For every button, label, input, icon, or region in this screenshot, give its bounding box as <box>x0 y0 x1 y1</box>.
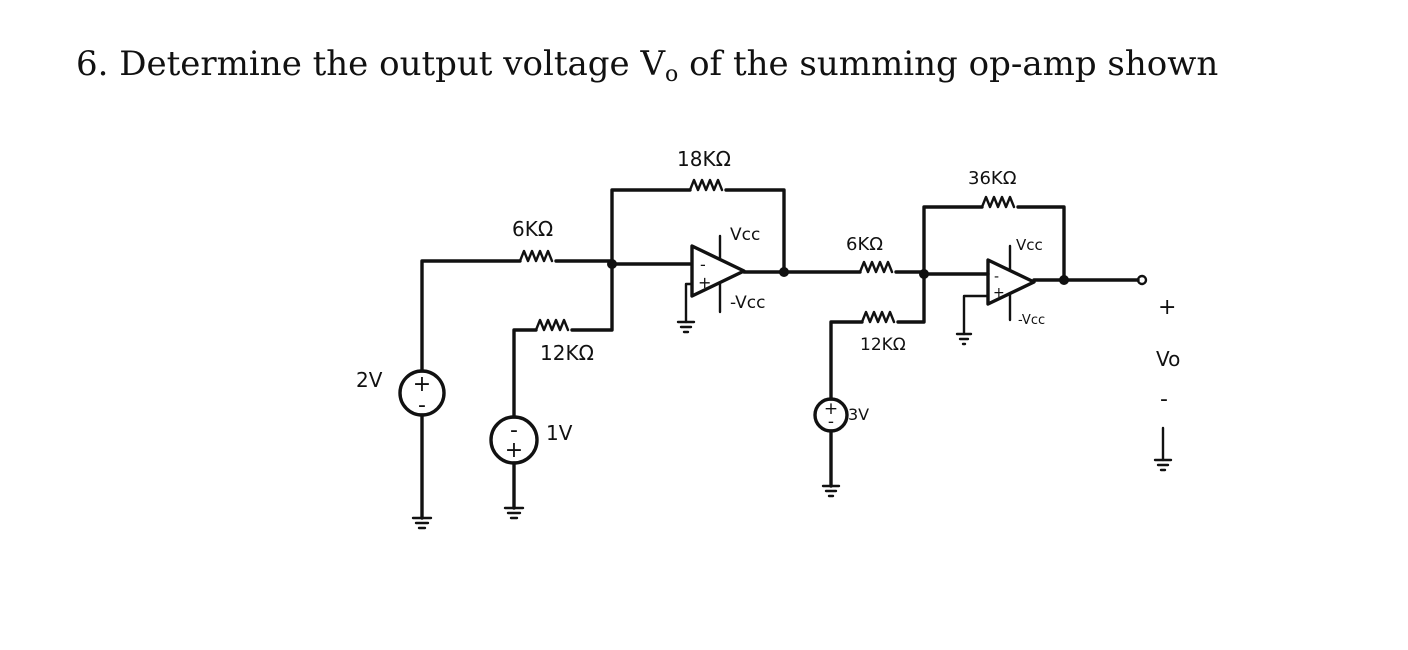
source-3v-minus: - <box>828 412 834 432</box>
source-2v-plus: + <box>413 372 431 397</box>
opamp-2-vcc-label: Vcc <box>1016 236 1043 254</box>
wire-1v-to-r12k <box>512 328 538 419</box>
resistor-12k-2 <box>860 310 896 324</box>
question-subscript: o <box>665 62 679 87</box>
opamp-2-output-node <box>1059 275 1069 285</box>
source-1v-plus: + <box>505 438 523 463</box>
resistor-6k-1-label: 6KΩ <box>512 217 553 241</box>
ground-opamp2 <box>955 332 973 346</box>
wire-2v-to-r6k <box>420 259 522 373</box>
source-1v-minus: - <box>510 418 518 443</box>
question-text-after: of the summing op-amp shown <box>689 44 1219 84</box>
resistor-6k-2-label: 6KΩ <box>846 234 883 255</box>
wire-opamp1-plus-to-ground <box>684 282 694 324</box>
question-text: 6. Determine the output voltage Vo of th… <box>76 44 1218 87</box>
resistor-12k-2-label: 12KΩ <box>860 335 906 355</box>
wire-feedback2-right <box>1016 205 1066 282</box>
output-label: Vo <box>1156 347 1180 371</box>
output-minus-sign: - <box>1160 387 1168 412</box>
ground-3v <box>821 484 841 498</box>
wire-feedback1-left <box>610 188 692 263</box>
question-number: 6. <box>76 44 109 84</box>
resistor-18k-label: 18KΩ <box>677 147 731 171</box>
resistor-36k-label: 36KΩ <box>968 168 1017 189</box>
source-2v-label: 2V <box>356 368 383 392</box>
source-2v: + - 2V <box>356 368 446 418</box>
output-terminal <box>1136 274 1148 286</box>
source-3v-plus: + <box>824 399 838 419</box>
opamp-1: - + Vcc -Vcc <box>690 225 765 314</box>
opamp-2-negvcc-label: -Vcc <box>1018 313 1045 328</box>
opamp-1-inverting-sign: - <box>700 255 706 274</box>
ground-1v <box>503 506 525 520</box>
resistor-12k-1 <box>534 318 570 332</box>
ground-output <box>1153 458 1173 472</box>
ground-2v <box>411 516 433 530</box>
resistor-6k-2 <box>858 260 894 274</box>
opamp-2: - + Vcc -Vcc <box>986 236 1045 328</box>
wire-opamp2-plus-to-ground <box>962 294 990 336</box>
resistor-36k <box>980 195 1016 209</box>
source-3v: + - 3V <box>813 397 869 433</box>
wire-feedback1-right <box>724 188 786 274</box>
opamp-1-triangle <box>690 244 746 298</box>
wire-r12k2-to-node2 <box>896 270 926 324</box>
source-3v-label: 3V <box>848 405 869 424</box>
resistor-18k <box>688 178 724 192</box>
wire-feedback2-left <box>922 205 984 274</box>
opamp-1-vcc-label: Vcc <box>730 225 760 245</box>
opamp-2-noninverting-sign: + <box>993 285 1005 301</box>
source-2v-minus: - <box>418 393 426 418</box>
wire-3v-to-r12k2 <box>829 320 864 401</box>
opamp-2-triangle <box>986 258 1036 306</box>
opamp-2-inverting-sign: - <box>994 269 999 285</box>
ground-opamp1 <box>676 320 696 334</box>
resistor-12k-1-label: 12KΩ <box>540 341 594 365</box>
source-1v-label: 1V <box>546 421 573 445</box>
output-plus-sign: + <box>1158 295 1176 320</box>
resistor-6k-1 <box>518 249 554 263</box>
question-text-before: Determine the output voltage V <box>119 44 666 84</box>
wire-r12k-to-node1 <box>570 259 614 332</box>
source-1v: - + 1V <box>489 415 573 465</box>
opamp-1-noninverting-sign: + <box>698 273 711 292</box>
opamp-1-negvcc-label: -Vcc <box>730 293 765 313</box>
